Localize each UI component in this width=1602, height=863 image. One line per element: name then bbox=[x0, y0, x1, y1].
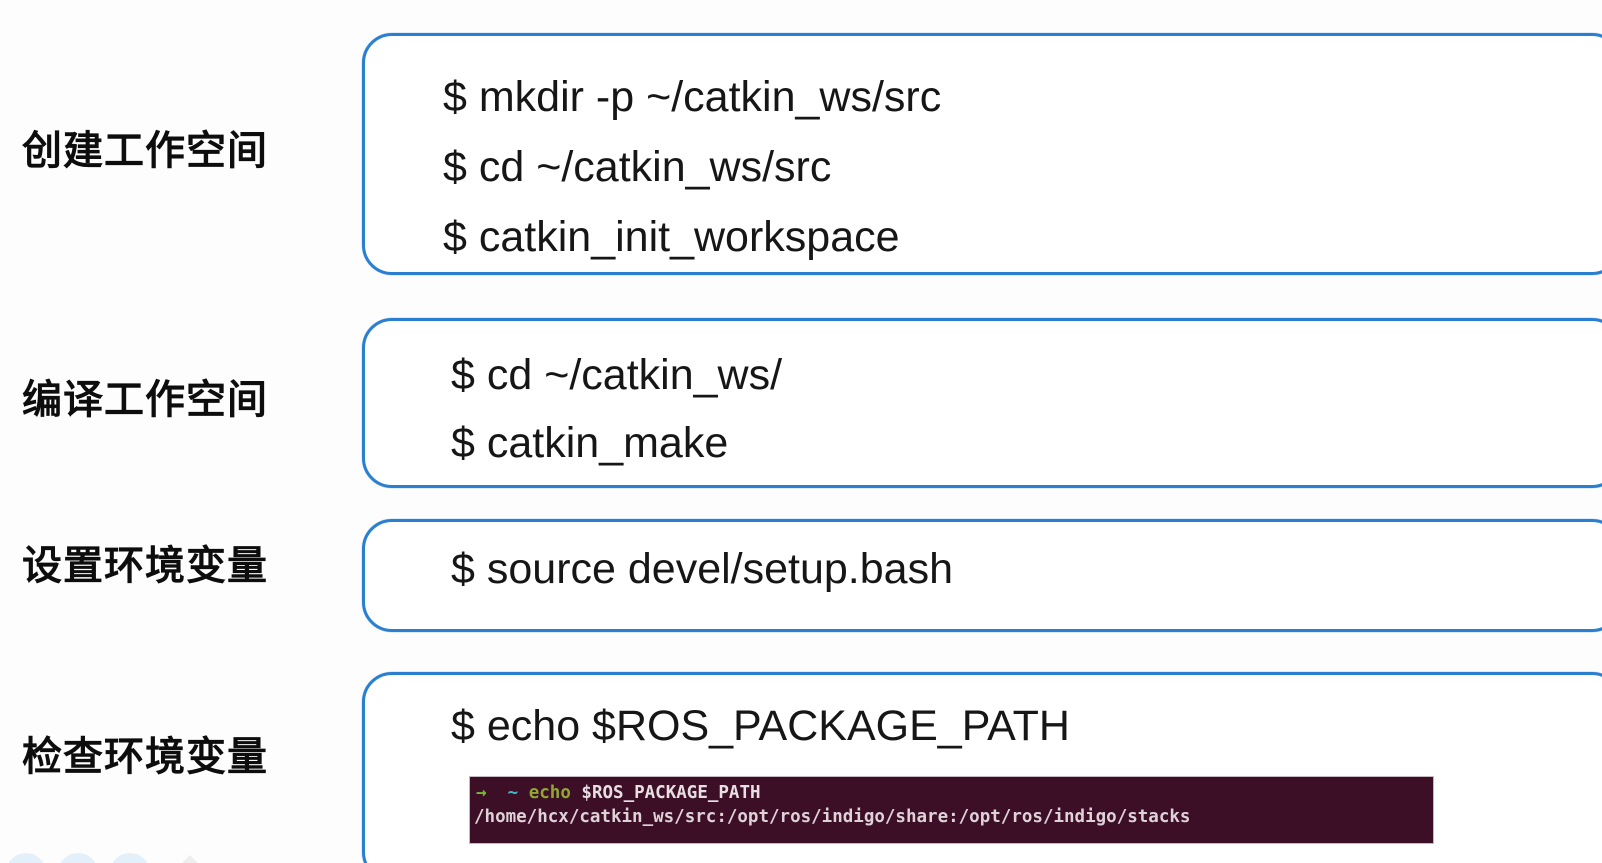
terminal-arrow-icon: → bbox=[476, 783, 487, 803]
command-line: $ mkdir -p ~/catkin_ws/src bbox=[443, 73, 942, 121]
section-label-set-env-variable: 设置环境变量 bbox=[22, 543, 268, 589]
terminal-prompt-line: → ~ echo $ROS_PACKAGE_PATH bbox=[476, 781, 1433, 805]
terminal-output-line: /home/hcx/catkin_ws/src:/opt/ros/indigo/… bbox=[474, 807, 1191, 827]
terminal-path: ~ bbox=[507, 783, 519, 803]
command-line: $ cd ~/catkin_ws/ bbox=[451, 351, 783, 399]
command-line: $ cd ~/catkin_ws/src bbox=[443, 143, 832, 191]
section-label-build-workspace: 编译工作空间 bbox=[22, 377, 268, 423]
terminal-screenshot: → ~ echo $ROS_PACKAGE_PATH /home/hcx/cat… bbox=[469, 776, 1434, 844]
section-label-check-env-variable: 检查环境变量 bbox=[22, 734, 268, 780]
section-label-create-workspace: 创建工作空间 bbox=[22, 128, 268, 174]
terminal-argument: $ROS_PACKAGE_PATH bbox=[581, 783, 761, 803]
command-box-check-env-variable: $ echo $ROS_PACKAGE_PATH → ~ echo $ROS_P… bbox=[362, 672, 1602, 863]
command-line: $ source devel/setup.bash bbox=[451, 545, 953, 593]
command-box-create-workspace: $ mkdir -p ~/catkin_ws/src $ cd ~/catkin… bbox=[362, 33, 1602, 275]
command-line: $ echo $ROS_PACKAGE_PATH bbox=[451, 702, 1070, 750]
command-line: $ catkin_init_workspace bbox=[443, 213, 900, 261]
command-box-build-workspace: $ cd ~/catkin_ws/ $ catkin_make bbox=[362, 318, 1602, 488]
command-line: $ catkin_make bbox=[451, 419, 729, 467]
terminal-command: echo bbox=[528, 783, 571, 803]
command-box-set-env-variable: $ source devel/setup.bash bbox=[362, 519, 1602, 632]
